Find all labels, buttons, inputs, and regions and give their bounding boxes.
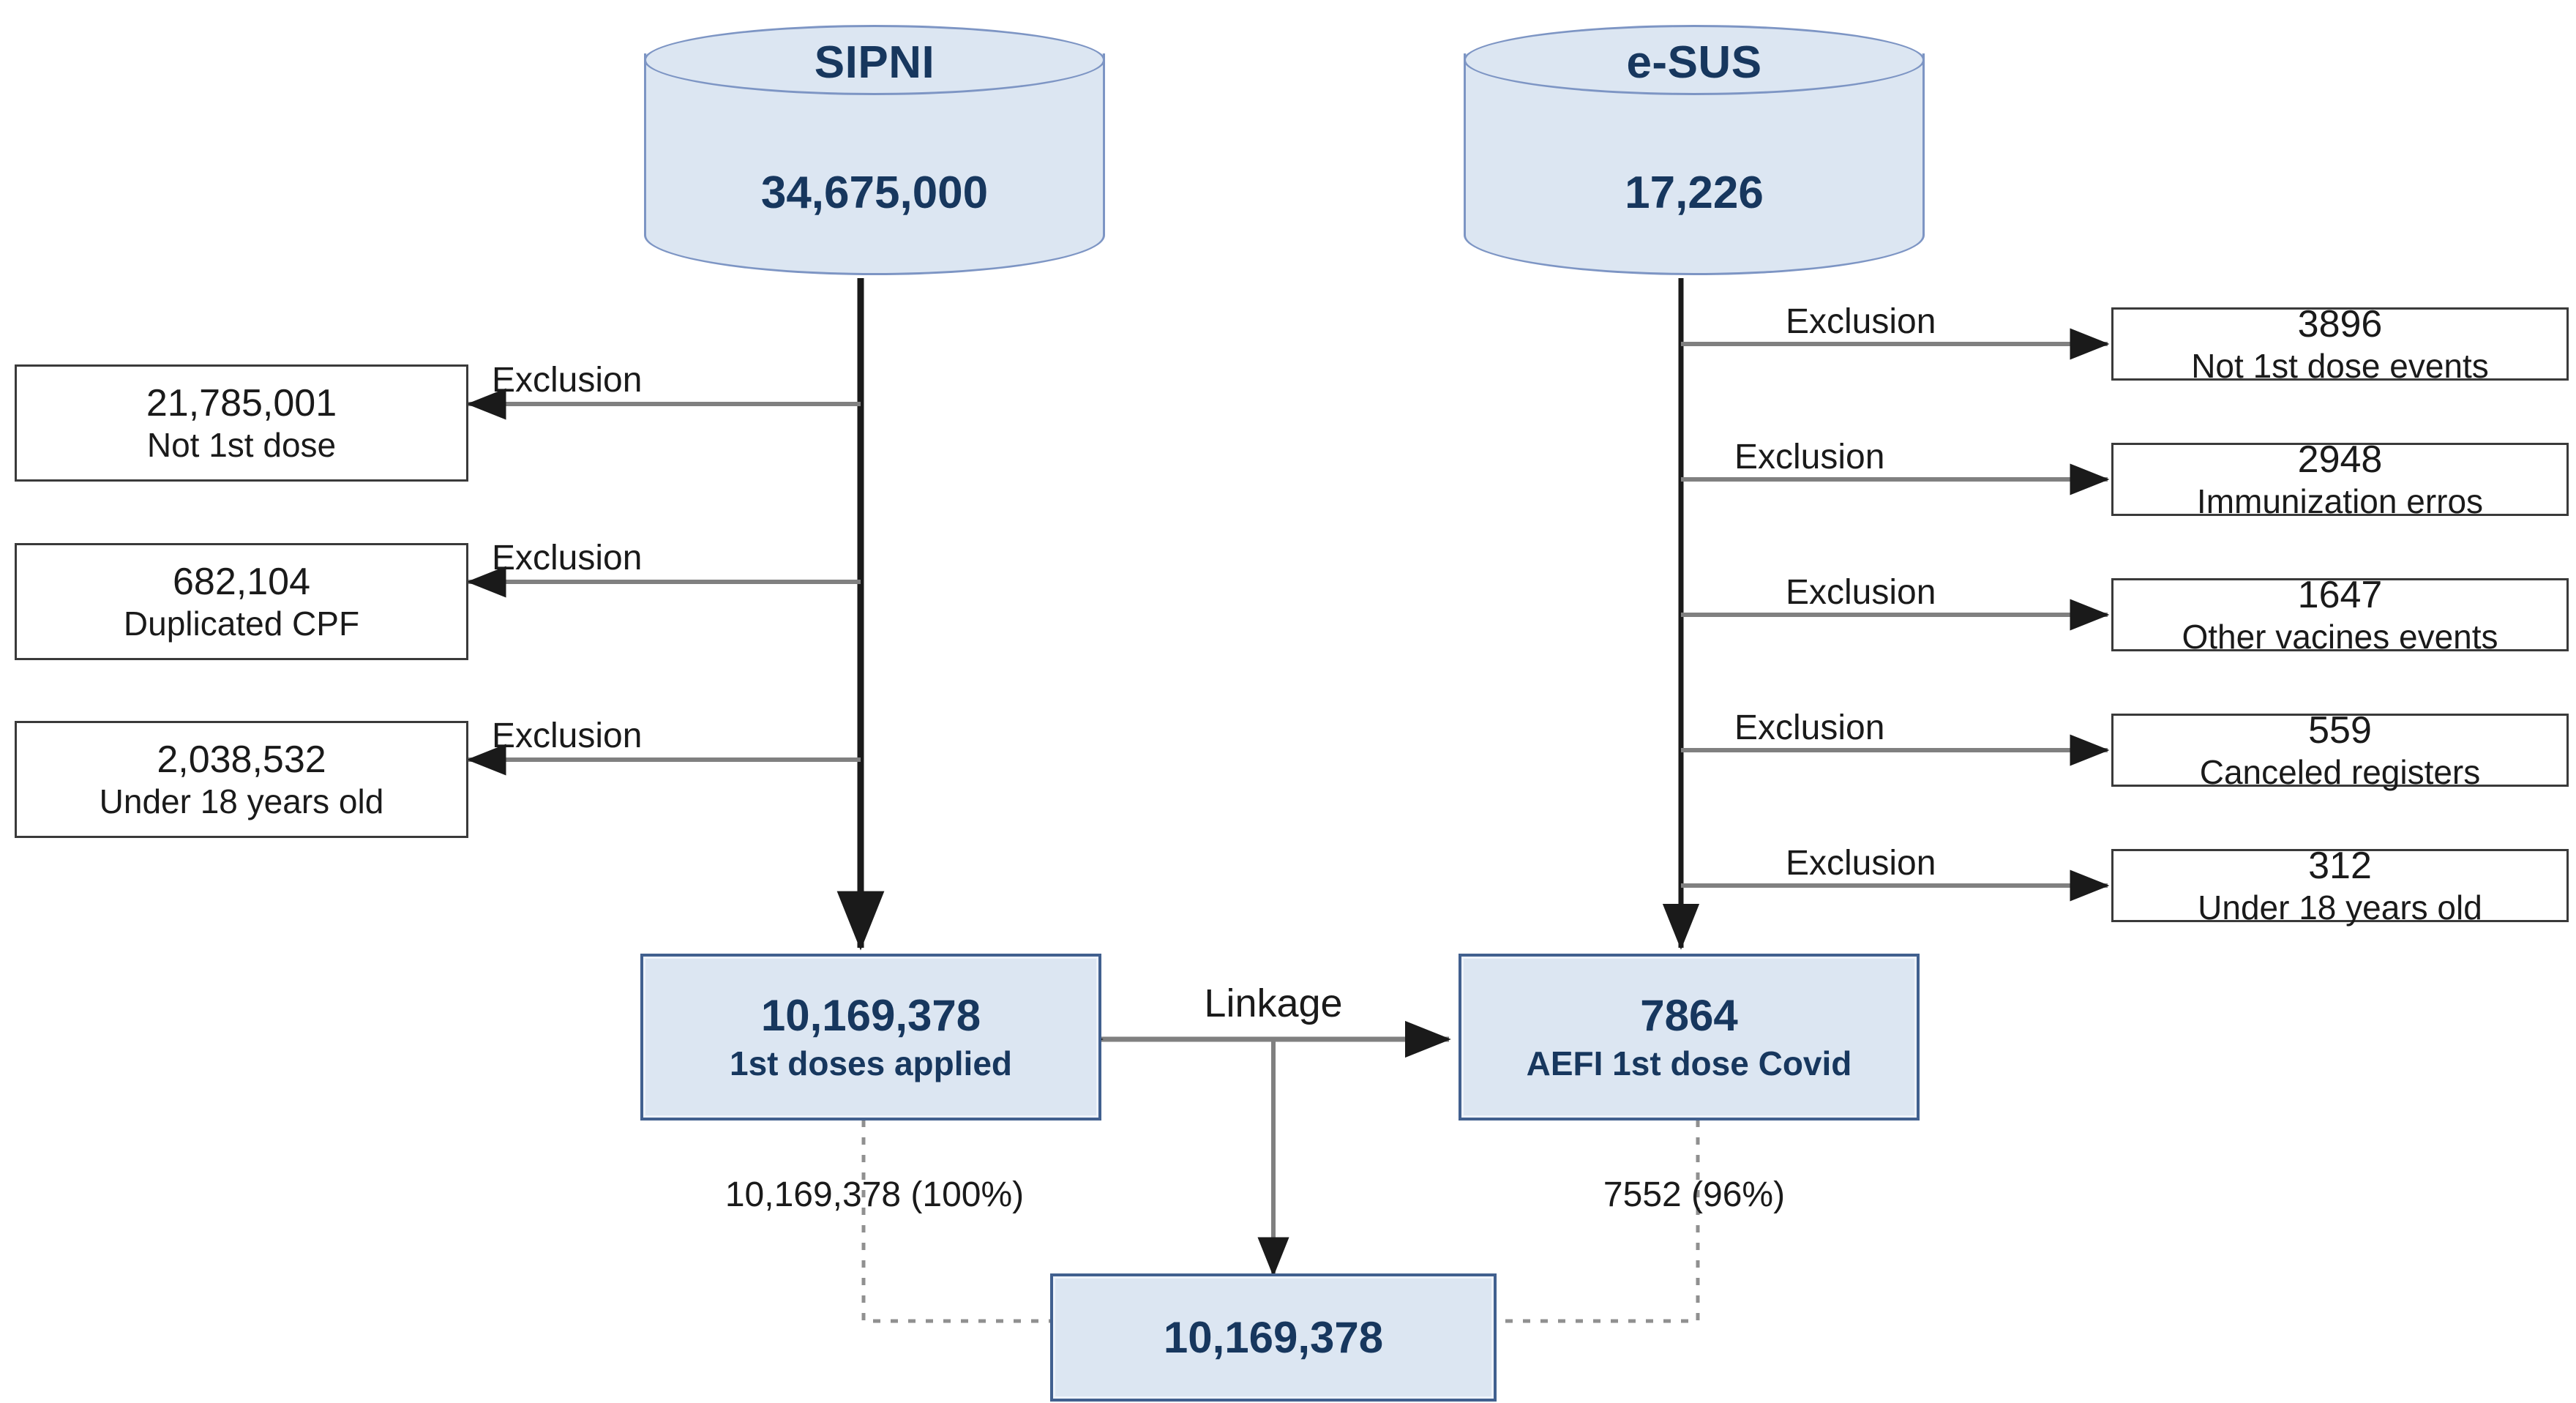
exclusion-reason: Not 1st dose [146,426,337,465]
esus-database-name: e-SUS [1626,37,1762,88]
esus-database-cylinder: e-SUS 17,226 [1464,20,1925,284]
esus-exclusion-box-2: 2948 Immunization erros [2111,438,2569,521]
esus-exclusion-box-5: 312 Under 18 years old [2111,844,2569,927]
sipni-result-count: 10,169,378 [760,991,981,1041]
exclusion-count: 21,785,001 [146,381,337,424]
exclusion-count: 3896 [2297,302,2383,345]
sipni-database-name: SIPNI [814,37,935,88]
sipni-record-count: 34,675,000 [760,168,989,218]
exclusion-reason: Under 18 years old [99,782,384,821]
exclusion-count: 312 [2308,844,2372,887]
sipni-database-cylinder: SIPNI 34,675,000 [644,20,1105,284]
linkage-label: Linkage [1204,981,1343,1025]
sipni-result-label: 1st doses applied [729,1044,1012,1083]
esus-result-label: AEFI 1st dose Covid [1526,1044,1852,1083]
esus-exclusion-label-2: Exclusion [1734,438,1885,476]
esus-exclusion-connectors [1681,328,2110,902]
sipni-matched-label: 10,169,378 (100%) [724,1175,1025,1214]
exclusion-count: 2948 [2297,438,2383,481]
sipni-exclusion-box-1: 21,785,001 Not 1st dose [15,364,468,482]
linkage-connector [1057,1020,1451,1277]
linked-total-box: 10,169,378 [1050,1273,1497,1402]
esus-exclusion-box-1: 3896 Not 1st dose events [2111,302,2569,386]
esus-exclusion-box-4: 559 Canceled registers [2111,708,2569,792]
esus-result-count: 7864 [1640,991,1738,1041]
exclusion-reason: Immunization erros [2196,482,2484,521]
sipni-exclusion-label-1: Exclusion [492,361,643,400]
sipni-exclusion-box-2: 682,104 Duplicated CPF [15,543,468,660]
esus-matched-label: 7552 (96%) [1603,1175,1786,1214]
exclusion-reason: Other vacines events [2182,618,2498,656]
esus-cylinder-top [1464,25,1925,95]
linked-total-count: 10,169,378 [1163,1313,1384,1362]
sipni-cylinder-top [644,25,1105,95]
esus-result-box: 7864 AEFI 1st dose Covid [1459,954,1920,1120]
esus-record-count: 17,226 [1625,168,1764,218]
exclusion-count: 2,038,532 [157,738,326,781]
exclusion-reason: Canceled registers [2199,753,2481,792]
sipni-exclusion-label-2: Exclusion [492,539,643,577]
esus-exclusion-label-5: Exclusion [1786,844,1936,883]
esus-exclusion-label-3: Exclusion [1786,573,1936,612]
esus-exclusion-label-4: Exclusion [1734,708,1885,747]
sipni-exclusion-label-3: Exclusion [492,717,643,755]
exclusion-reason: Under 18 years old [2198,888,2482,927]
sipni-result-box: 10,169,378 1st doses applied [640,954,1101,1120]
esus-exclusion-box-3: 1647 Other vacines events [2111,573,2569,656]
exclusion-count: 682,104 [173,560,310,603]
exclusion-count: 559 [2308,708,2372,752]
esus-exclusion-label-1: Exclusion [1786,302,1936,341]
exclusion-reason: Not 1st dose events [2191,347,2489,386]
sipni-exclusion-connectors [466,388,861,776]
sipni-exclusion-box-3: 2,038,532 Under 18 years old [15,721,468,838]
exclusion-reason: Duplicated CPF [123,605,360,643]
exclusion-count: 1647 [2297,573,2383,616]
